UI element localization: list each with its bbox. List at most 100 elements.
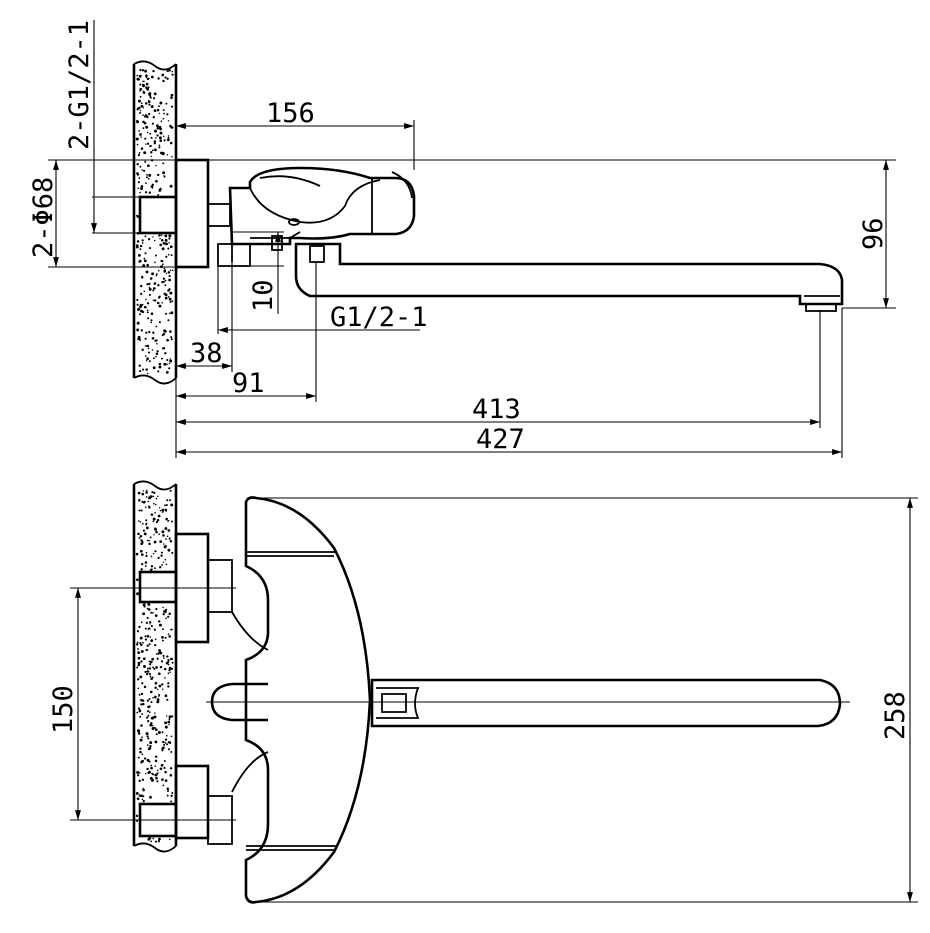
- wall-speckle: [164, 234, 168, 238]
- wall-speckle: [164, 721, 168, 725]
- wall-speckle: [162, 746, 165, 750]
- wall-speckle: [164, 677, 166, 679]
- wall-speckle: [142, 603, 146, 607]
- wall-speckle: [170, 657, 173, 661]
- wall-speckle: [170, 338, 173, 341]
- wall-speckle: [139, 549, 143, 553]
- wall-speckle: [162, 534, 165, 537]
- wall-speckle: [165, 715, 168, 717]
- wall-speckle: [159, 665, 163, 669]
- side-body: [217, 166, 416, 267]
- wall-speckle: [147, 317, 150, 320]
- wall-speckle: [158, 189, 162, 192]
- wall-speckle: [162, 79, 165, 83]
- wall-speckle: [154, 550, 157, 553]
- wall-speckle: [168, 297, 172, 301]
- wall-speckle: [168, 237, 171, 240]
- wall-speckle: [164, 330, 167, 333]
- wall-speckle: [145, 102, 148, 105]
- wall-speckle: [160, 234, 163, 237]
- wall-speckle: [155, 164, 157, 167]
- wall-speckle: [145, 360, 148, 362]
- wall-speckle: [146, 634, 150, 638]
- wall-speckle: [152, 552, 155, 555]
- wall-speckle: [151, 122, 154, 125]
- wall-speckle: [146, 667, 149, 670]
- wall-speckle: [161, 263, 164, 266]
- wall-speckle: [141, 540, 144, 544]
- wall-speckle: [158, 112, 161, 115]
- wall-speckle: [141, 563, 144, 566]
- wall-speckle: [136, 240, 140, 243]
- wall-speckle: [170, 751, 173, 753]
- dim-flange-label: 2-Φ68: [28, 177, 59, 258]
- wall-speckle: [159, 237, 161, 240]
- wall-speckle: [150, 766, 153, 770]
- wall-speckle: [157, 731, 161, 734]
- wall-speckle: [162, 740, 165, 744]
- wall-speckle: [142, 641, 144, 644]
- wall-speckle: [135, 791, 139, 795]
- top-spout: [370, 678, 842, 728]
- wall-speckle: [156, 342, 158, 345]
- wall-speckle: [140, 102, 143, 104]
- wall-speckle: [154, 638, 157, 641]
- wall-speckle: [162, 610, 166, 613]
- wall-speckle: [158, 105, 160, 108]
- wall-speckle: [152, 495, 155, 498]
- wall-speckle: [162, 654, 165, 657]
- wall-speckle: [142, 699, 145, 702]
- wall-speckle: [139, 715, 142, 718]
- wall-speckle: [138, 794, 142, 797]
- wall-speckle: [137, 153, 140, 157]
- wall-speckle: [148, 103, 151, 106]
- wall-speckle: [157, 77, 160, 80]
- wall-speckle: [169, 359, 173, 363]
- wall-speckle: [144, 69, 148, 73]
- wall-speckle: [147, 705, 150, 709]
- wall-speckle: [153, 726, 156, 729]
- wall-speckle: [150, 611, 153, 614]
- wall-speckle: [154, 644, 157, 647]
- wall-speckle: [146, 607, 149, 610]
- top-flange-lower: [174, 764, 210, 840]
- wall-speckle: [139, 68, 142, 72]
- wall-speckle: [167, 658, 170, 662]
- wall-speckle: [170, 96, 173, 99]
- wall-speckle: [170, 126, 174, 129]
- dim-156-label: 156: [266, 98, 315, 129]
- wall-speckle: [161, 334, 164, 337]
- wall-speckle: [168, 669, 171, 672]
- wall-speckle: [164, 352, 167, 355]
- wall-speckle: [145, 298, 147, 301]
- wall-speckle: [148, 643, 151, 646]
- wall-speckle: [146, 357, 149, 361]
- wall-speckle: [156, 108, 160, 112]
- wall-speckle: [149, 622, 151, 625]
- wall-speckle: [166, 698, 169, 701]
- wall-speckle: [153, 540, 157, 544]
- wall-speckle: [166, 499, 169, 502]
- wall-speckle: [150, 136, 153, 139]
- wall-speckle: [160, 259, 163, 263]
- wall-speckle: [154, 681, 158, 685]
- wall-speckle: [161, 683, 164, 686]
- wall-speckle: [151, 187, 154, 189]
- wall-speckle: [140, 703, 143, 706]
- wall-speckle: [166, 69, 170, 72]
- wall-speckle: [150, 764, 153, 767]
- wall-speckle: [137, 687, 140, 690]
- wall-speckle: [141, 736, 143, 739]
- wall-speckle: [149, 744, 152, 748]
- wall-speckle: [166, 77, 169, 80]
- dim-38: 38: [176, 262, 233, 372]
- wall-speckle: [162, 606, 164, 609]
- wall-speckle: [149, 690, 153, 694]
- wall-speckle: [148, 542, 151, 546]
- wall-speckle: [149, 636, 151, 638]
- wall-speckle: [171, 551, 174, 554]
- wall-speckle: [145, 491, 148, 494]
- wall-speckle: [149, 660, 153, 664]
- wall-speckle: [152, 289, 155, 292]
- wall-speckle: [167, 296, 170, 298]
